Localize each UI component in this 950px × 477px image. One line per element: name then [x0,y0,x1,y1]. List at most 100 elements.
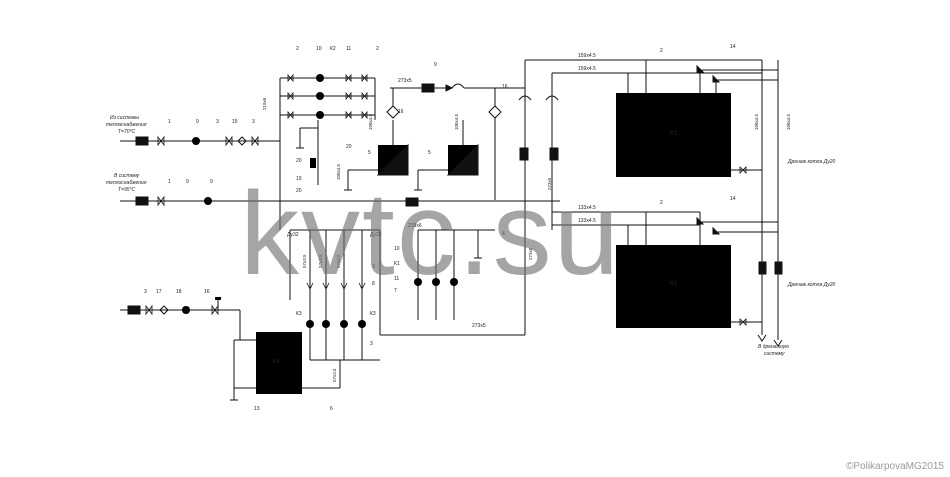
pump-icon [192,137,200,145]
callout: К3 [296,311,302,317]
boiler-2-label: К1 [670,281,677,287]
pipe-size: 219х6 [408,223,422,229]
pipe-size: 273х5 [547,177,552,190]
filter-icon [237,136,247,146]
to-heat-line1: В систему [114,173,140,179]
callout: 2 [376,46,379,52]
callout: 6 [330,406,333,412]
pipe-size: 273х5 [398,78,412,84]
pipe-size: 57х3.5 [336,254,341,268]
callout: К1 [394,261,400,267]
pipe-size: 57х3.5 [302,254,307,268]
top-pump-manifold [279,73,376,230]
pipe-size: 159х4.5 [578,53,596,59]
callout: 18 [176,289,182,295]
callout: 3 [370,341,373,347]
callout: 20 [296,188,302,194]
label-group: Из системы теплоснабжения T=70°C В систе… [106,44,835,412]
callout: 9 [196,119,199,125]
from-heat-line2: теплоснабжения [106,122,147,128]
callout: 2 [660,48,663,54]
callout: 17 [156,289,162,295]
boiler-k1-bottom [616,245,731,328]
pipe-size: 219х6 [262,97,267,110]
callout: 10 [316,46,322,52]
valve-icon [157,195,165,207]
pipe-size: 108х4.5 [786,113,791,130]
callout: 1 [168,119,171,125]
callout: 11 [346,46,351,52]
callout: 3 [144,289,147,295]
watermark-logo: kvtc.su [240,168,622,300]
collector-group [230,229,525,401]
from-heat-line3: T=70°C [118,129,136,135]
callout: 14 [730,196,736,202]
callout: 10 [394,246,400,252]
pipe-size: 159х4.5 [578,66,596,72]
callout: 20 [346,144,352,150]
filter-icon [159,305,169,315]
callout: 1 [168,179,171,185]
callout: 14 [730,44,736,50]
flow-meter-icon [127,305,141,315]
callout: 15 [232,119,238,125]
pipe-size: 273х5 [528,247,533,260]
pipe-size: 108х4.5 [336,163,341,180]
to-drain-line1: В дренажную [758,344,789,350]
pipe-size: Ду32 [370,232,382,238]
from-heat-line1: Из системы [110,115,139,121]
valve-icon [225,135,233,147]
heat-exchanger-group [344,59,762,335]
callout: 9 [186,179,189,185]
callout: 16 [204,289,210,295]
callout: 11 [394,276,399,282]
pipe-size: 57х3.5 [318,254,323,268]
boiler-1-label: К1 [670,131,677,137]
pipe-size: 57х3.5 [332,368,337,382]
tank-label: К4 [273,359,280,365]
pipe-size: Ду32 [287,232,299,238]
callout: 13 [254,406,260,412]
to-heat-line2: теплоснабжения [106,180,147,186]
boiler-group [552,60,783,347]
pump-icon [204,197,212,205]
callout: 5 [428,150,431,156]
callout: 5 [368,150,371,156]
drain-label-1: Дренаж котла Ду20 [787,159,835,165]
pipe-size: 133х4.5 [578,218,596,224]
callout: 3 [372,264,375,270]
callout: 3 [252,119,255,125]
valve-icon [145,304,153,316]
pipe-size: 108х4.5 [368,113,373,130]
callout: 19 [296,176,302,182]
callout: 4 [502,231,505,237]
supply-line-group [120,135,560,340]
flow-meter-icon [135,196,149,206]
to-heat-line3: T=95°C [118,187,136,193]
pipe-size: 133х4.5 [578,205,596,211]
drain-label-2: Дренаж котла Ду20 [787,282,835,288]
callout: 9 [210,179,213,185]
valve-icon [157,135,165,147]
copyright-text: ©PolikarpovaMG2015 [846,461,944,472]
callout: 16 [502,84,508,90]
to-drain-line2: систему [764,351,785,357]
storage-tank-k4 [256,332,302,394]
callout: 9 [434,62,437,68]
callout: К3 [370,311,376,317]
boiler-k1-top [616,93,731,177]
valve-icon [251,135,259,147]
pipe-size: 273х5 [472,323,486,329]
pipe-size: 108х4.5 [754,113,759,130]
callout: 7 [394,288,397,294]
pipe-size: 108х4.5 [454,113,459,130]
callout: К2 [330,46,336,52]
callout: 8 [372,281,375,287]
flow-meter-icon [135,136,149,146]
callout: 2 [660,200,663,206]
callout: 16 [398,109,404,115]
callout: 3 [216,119,219,125]
callout: 20 [296,158,302,164]
callout: 2 [296,46,299,52]
